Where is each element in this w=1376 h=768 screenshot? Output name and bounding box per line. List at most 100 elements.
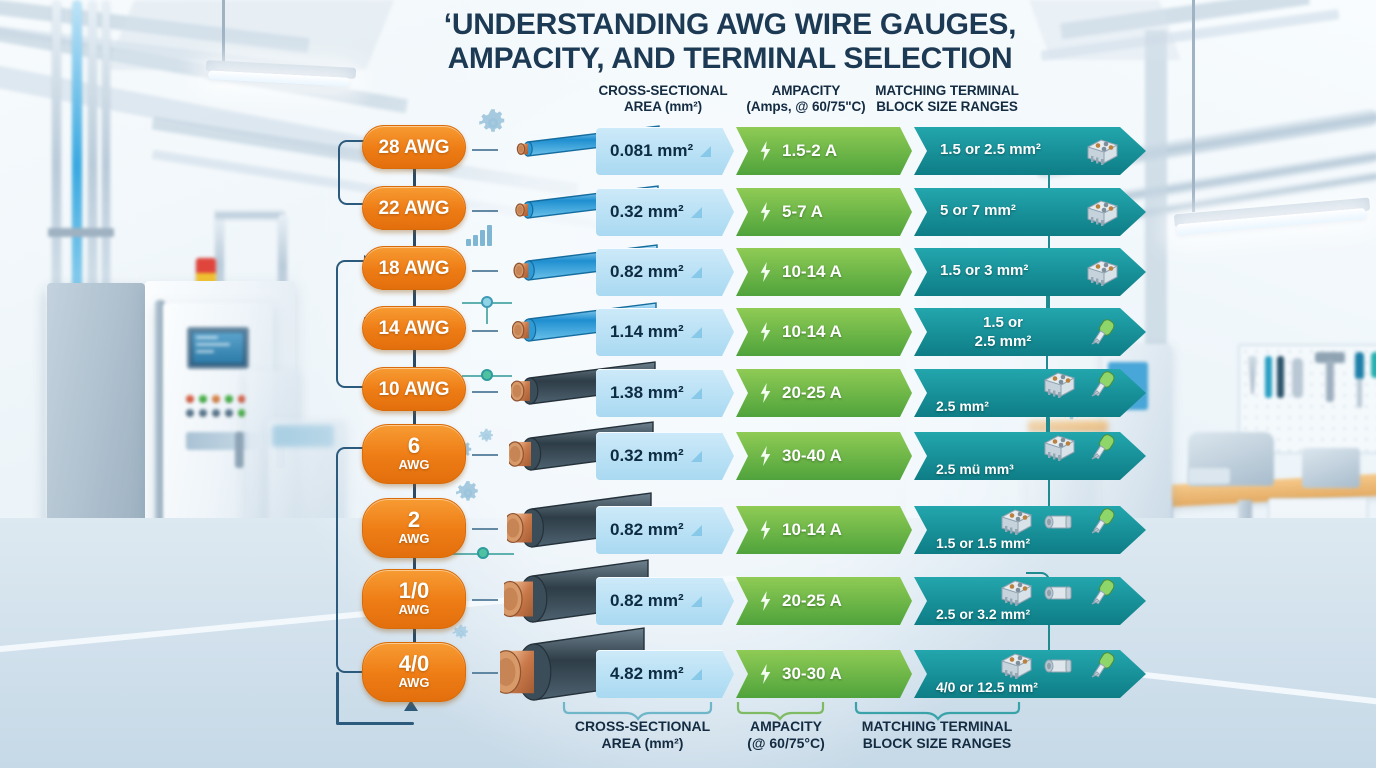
triangle-icon bbox=[690, 595, 702, 607]
data-row: 0.081 mm² 1.5-2 A 1.5 or 2.5 mm² bbox=[596, 127, 1146, 175]
cross-sectional-area-cell: 0.82 mm² bbox=[596, 506, 734, 554]
screwdriver-icon bbox=[1091, 652, 1115, 678]
area-value: 1.38 mm² bbox=[610, 383, 684, 402]
ampacity-cell: 5-7 A bbox=[736, 188, 912, 236]
awg-pill[interactable]: 10 AWG bbox=[362, 367, 466, 411]
terminal-block-icon bbox=[1001, 580, 1032, 606]
terminal-icon-group bbox=[1084, 188, 1120, 236]
triangle-icon bbox=[700, 145, 712, 157]
terminal-cell: 1.5 or 2.5 mm² bbox=[914, 127, 1146, 175]
terminal-value: 2.5 mü mm³ bbox=[936, 461, 1014, 477]
header-area-line2: AREA (mm²) bbox=[624, 99, 702, 115]
ampacity-cell: 10-14 A bbox=[736, 506, 912, 554]
ampacity-value: 1.5-2 A bbox=[782, 141, 838, 160]
awg-value: 10 AWG bbox=[378, 378, 450, 400]
terminal-cell: 2.5 mm² bbox=[914, 369, 1146, 417]
cross-sectional-area-cell: 0.32 mm² bbox=[596, 432, 734, 480]
terminal-block-icon bbox=[1087, 260, 1118, 286]
pill-connector-tick bbox=[472, 454, 498, 456]
cross-sectional-area-cell: 1.14 mm² bbox=[596, 308, 734, 356]
cabinet-side-panel bbox=[47, 283, 145, 558]
triangle-icon bbox=[690, 326, 702, 338]
terminal-value: 2.5 mm² bbox=[936, 398, 989, 414]
pill-connector-tick bbox=[472, 599, 498, 601]
bg-machine-2-screen bbox=[272, 425, 334, 447]
triangle-icon bbox=[690, 387, 702, 399]
ferrule-icon bbox=[1044, 515, 1072, 529]
awg-pill[interactable]: 18 AWG bbox=[362, 246, 466, 290]
terminal-value: 1.5 or 3 mm² bbox=[940, 262, 1029, 279]
ampacity-value: 30-30 A bbox=[782, 664, 842, 683]
ampacity-value: 20-25 A bbox=[782, 591, 842, 610]
area-value: 0.82 mm² bbox=[610, 262, 684, 281]
lightning-bolt-icon bbox=[760, 202, 771, 222]
awg-value: 22 AWG bbox=[378, 197, 450, 219]
ampacity-cell: 10-14 A bbox=[736, 248, 912, 296]
ampacity-value: 10-14 A bbox=[782, 520, 842, 539]
lightning-bolt-icon bbox=[760, 383, 771, 403]
terminal-cell: 1.5 or 3 mm² bbox=[914, 248, 1146, 296]
header-terminal-line1: MATCHING TERMINAL bbox=[875, 83, 1019, 98]
gear-icon-1 bbox=[479, 109, 505, 132]
terminal-value: 5 or 7 mm² bbox=[940, 202, 1016, 219]
terminal-block-icon bbox=[1044, 372, 1075, 398]
awg-value: 28 AWG bbox=[378, 136, 450, 158]
cabinet-2-buttons bbox=[186, 395, 252, 423]
awg-pill[interactable]: 28 AWG bbox=[362, 125, 466, 169]
press-panel bbox=[1188, 468, 1230, 484]
terminal-icon-group bbox=[1084, 308, 1120, 356]
area-value: 0.82 mm² bbox=[610, 520, 684, 539]
footer-label-ampacity: AMPACITY (@ 60/75°C) bbox=[712, 718, 860, 752]
node-connector-icon-3 bbox=[452, 544, 514, 564]
awg-pill[interactable]: 14 AWG bbox=[362, 306, 466, 350]
cross-sectional-area-cell: 0.32 mm² bbox=[596, 188, 734, 236]
ampacity-cell: 10-14 A bbox=[736, 308, 912, 356]
terminal-cell: 5 or 7 mm² bbox=[914, 188, 1146, 236]
data-row: 0.32 mm² 30-40 A 2.5 mü mm³ bbox=[596, 432, 1146, 480]
terminal-cell: 2.5 mü mm³ bbox=[914, 432, 1146, 480]
lightning-bolt-icon bbox=[760, 520, 771, 540]
ampacity-cell: 20-25 A bbox=[736, 369, 912, 417]
data-row: 0.82 mm² 10-14 A 1.5 or 3 mm² bbox=[596, 248, 1146, 296]
terminal-cell: 2.5 or 3.2 mm² bbox=[914, 577, 1146, 625]
terminal-block-icon bbox=[1087, 200, 1118, 226]
awg-value: 6 bbox=[407, 433, 421, 459]
lightning-bolt-icon bbox=[760, 591, 771, 611]
title-line-2: AMPACITY, AND TERMINAL SELECTION bbox=[447, 42, 1013, 76]
terminal-block-icon bbox=[1044, 435, 1075, 461]
awg-value: 14 AWG bbox=[378, 317, 450, 339]
ampacity-value: 20-25 A bbox=[782, 383, 842, 402]
lightning-bolt-icon bbox=[760, 322, 771, 342]
ampacity-value: 10-14 A bbox=[782, 322, 842, 341]
header-terminal-line2: BLOCK SIZE RANGES bbox=[876, 99, 1018, 115]
area-value: 0.081 mm² bbox=[610, 141, 694, 160]
gear-icon-3 bbox=[478, 428, 493, 442]
awg-unit: AWG bbox=[398, 675, 430, 691]
column-header-area: CROSS-SECTIONAL AREA (mm²) bbox=[588, 83, 738, 116]
lightning-bolt-icon bbox=[760, 446, 771, 466]
awg-pill[interactable]: 22 AWG bbox=[362, 186, 466, 230]
ferrule-icon bbox=[1044, 586, 1072, 600]
terminal-block-icon bbox=[1001, 509, 1032, 535]
ferrule-icon bbox=[1044, 659, 1072, 673]
gear-icon-4 bbox=[456, 481, 478, 501]
terminal-cell: 1.5 or 2.5 mm² bbox=[914, 308, 1146, 356]
footer-area-line1: CROSS-SECTIONAL bbox=[574, 718, 711, 734]
pill-connector-tick bbox=[472, 528, 498, 530]
area-value: 1.14 mm² bbox=[610, 322, 684, 341]
screwdriver-icon bbox=[1091, 371, 1115, 397]
header-ampacity-line2: (Amps, @ 60/75"C) bbox=[746, 99, 866, 115]
ampacity-value: 30-40 A bbox=[782, 446, 842, 465]
bench-tool-2 bbox=[1302, 448, 1360, 488]
ampacity-cell: 20-25 A bbox=[736, 577, 912, 625]
footer-bracket-svg bbox=[562, 702, 1021, 721]
triangle-icon bbox=[690, 524, 702, 536]
cross-sectional-area-cell: 1.38 mm² bbox=[596, 369, 734, 417]
